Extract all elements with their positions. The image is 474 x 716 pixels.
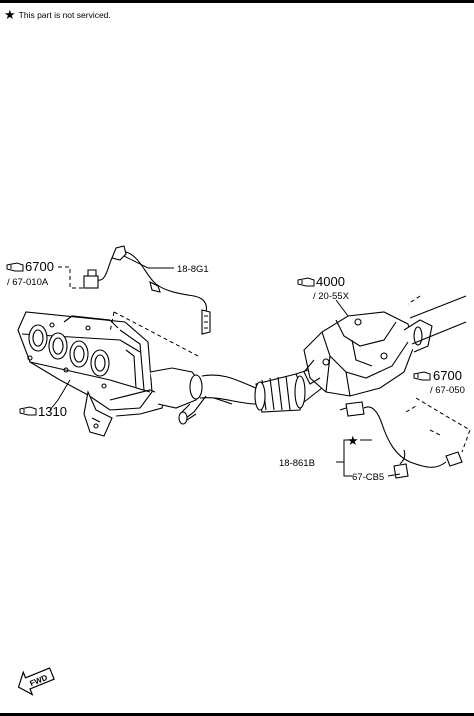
callout-6700-left-number: 6700 <box>25 259 54 274</box>
callout-6700-right-sub: / 67-050 <box>430 385 465 396</box>
callout-18-861b: 18-861B <box>279 458 315 469</box>
hand-pointer-icon <box>19 406 37 416</box>
star-icon: ★ <box>347 433 359 448</box>
hand-pointer-icon <box>413 371 431 381</box>
callout-6700-left-sub: / 67-010A <box>7 277 49 288</box>
callout-6700-right-number: 6700 <box>433 368 462 383</box>
note-text: This part is not serviced. <box>18 9 111 20</box>
bottom-rule <box>0 713 474 716</box>
hand-pointer-icon <box>6 262 24 272</box>
exhaust-manifold[interactable] <box>17 311 166 437</box>
callout-1310-number: 1310 <box>38 404 67 419</box>
star-icon: ★ <box>4 7 16 22</box>
callout-4000-number: 4000 <box>316 274 345 289</box>
callout-4000-sub: / 20-55X <box>313 291 350 302</box>
catalytic-converter[interactable] <box>303 295 467 397</box>
top-rule <box>0 0 474 3</box>
hand-pointer-icon <box>297 277 315 287</box>
front-oxygen-sensor[interactable] <box>83 245 211 335</box>
leader-lines <box>58 266 471 453</box>
not-serviced-note: ★ This part is not serviced. <box>4 8 111 21</box>
solid-leaders <box>49 255 401 477</box>
callout-67-cb5: 67-CB5 <box>352 472 384 483</box>
callout-18-8g1: 18-8G1 <box>177 264 209 275</box>
front-pipe[interactable] <box>149 367 323 425</box>
forward-arrow-icon: FWD <box>17 667 55 696</box>
